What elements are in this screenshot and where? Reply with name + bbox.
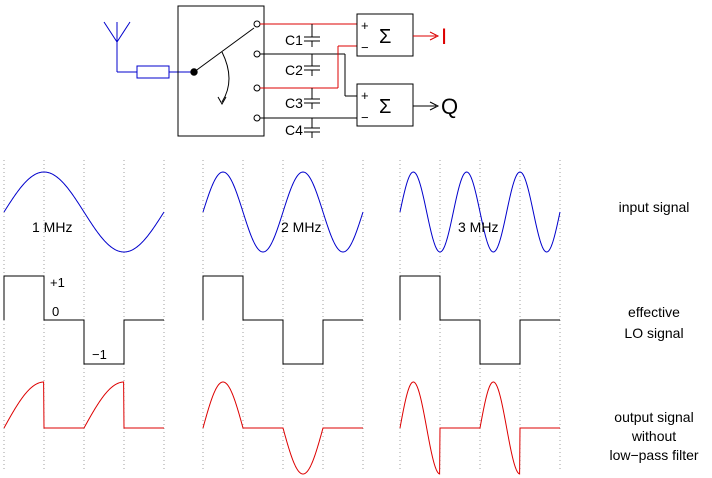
output-wave-col-0 bbox=[3, 381, 164, 429]
capacitor-c3 bbox=[304, 88, 320, 109]
switch-box bbox=[177, 5, 265, 137]
capacitor-c2 bbox=[304, 54, 320, 76]
row-label-input: input signal bbox=[619, 199, 690, 215]
row-label-lo-line-0: effective bbox=[628, 304, 680, 320]
cap-label-c1: C1 bbox=[285, 32, 303, 48]
output-i-arrow-icon bbox=[429, 31, 440, 41]
output-wave-col-2 bbox=[399, 381, 560, 475]
adder-i-minus: − bbox=[361, 40, 369, 55]
adder-q-sigma: Σ bbox=[379, 96, 391, 118]
adder-q-box bbox=[356, 83, 414, 127]
adder-i-plus: + bbox=[361, 18, 369, 33]
rotation-arrow bbox=[221, 51, 230, 103]
antenna-icon bbox=[103, 21, 137, 73]
output-i-label: I bbox=[441, 24, 447, 49]
lo-square-col-2 bbox=[399, 275, 560, 365]
lo-level-high: +1 bbox=[50, 275, 65, 290]
freq-label-col-0: 1 MHz bbox=[32, 219, 72, 235]
lo-level-zero: 0 bbox=[52, 304, 59, 319]
adder-i-sigma: Σ bbox=[379, 26, 391, 48]
input-sine-col-1 bbox=[202, 171, 364, 253]
capacitor-c4 bbox=[304, 118, 320, 138]
adder-q-plus: + bbox=[361, 88, 369, 103]
output-wave-col-1 bbox=[202, 381, 363, 475]
freq-label-col-1: 2 MHz bbox=[281, 219, 321, 235]
input-resistor bbox=[136, 65, 170, 79]
row-label-lo-line-1: LO signal bbox=[624, 325, 683, 341]
output-q-label: Q bbox=[441, 94, 458, 119]
row-label-output-line-0: output signal bbox=[614, 409, 693, 425]
capacitor-c1 bbox=[304, 24, 320, 47]
row-label-output-line-1: without bbox=[631, 428, 676, 444]
cap-label-c2: C2 bbox=[285, 62, 303, 78]
lo-square-col-1 bbox=[202, 275, 363, 365]
freq-label-col-2: 3 MHz bbox=[458, 219, 498, 235]
waveform-grid bbox=[3, 160, 561, 475]
adder-i-box bbox=[356, 13, 414, 57]
circuit-schematic bbox=[103, 5, 440, 138]
input-sine-col-0 bbox=[3, 171, 165, 253]
output-q-arrow-icon bbox=[429, 101, 440, 111]
lo-level-low: −1 bbox=[92, 347, 107, 362]
cap-label-c4: C4 bbox=[285, 122, 303, 138]
cap-label-c3: C3 bbox=[285, 95, 303, 111]
input-sine-col-2 bbox=[399, 171, 561, 253]
adder-q-minus: − bbox=[361, 110, 369, 125]
lo-square-col-0 bbox=[3, 275, 164, 365]
row-label-output-line-2: low−pass filter bbox=[609, 447, 698, 463]
switch-arm bbox=[193, 27, 255, 73]
